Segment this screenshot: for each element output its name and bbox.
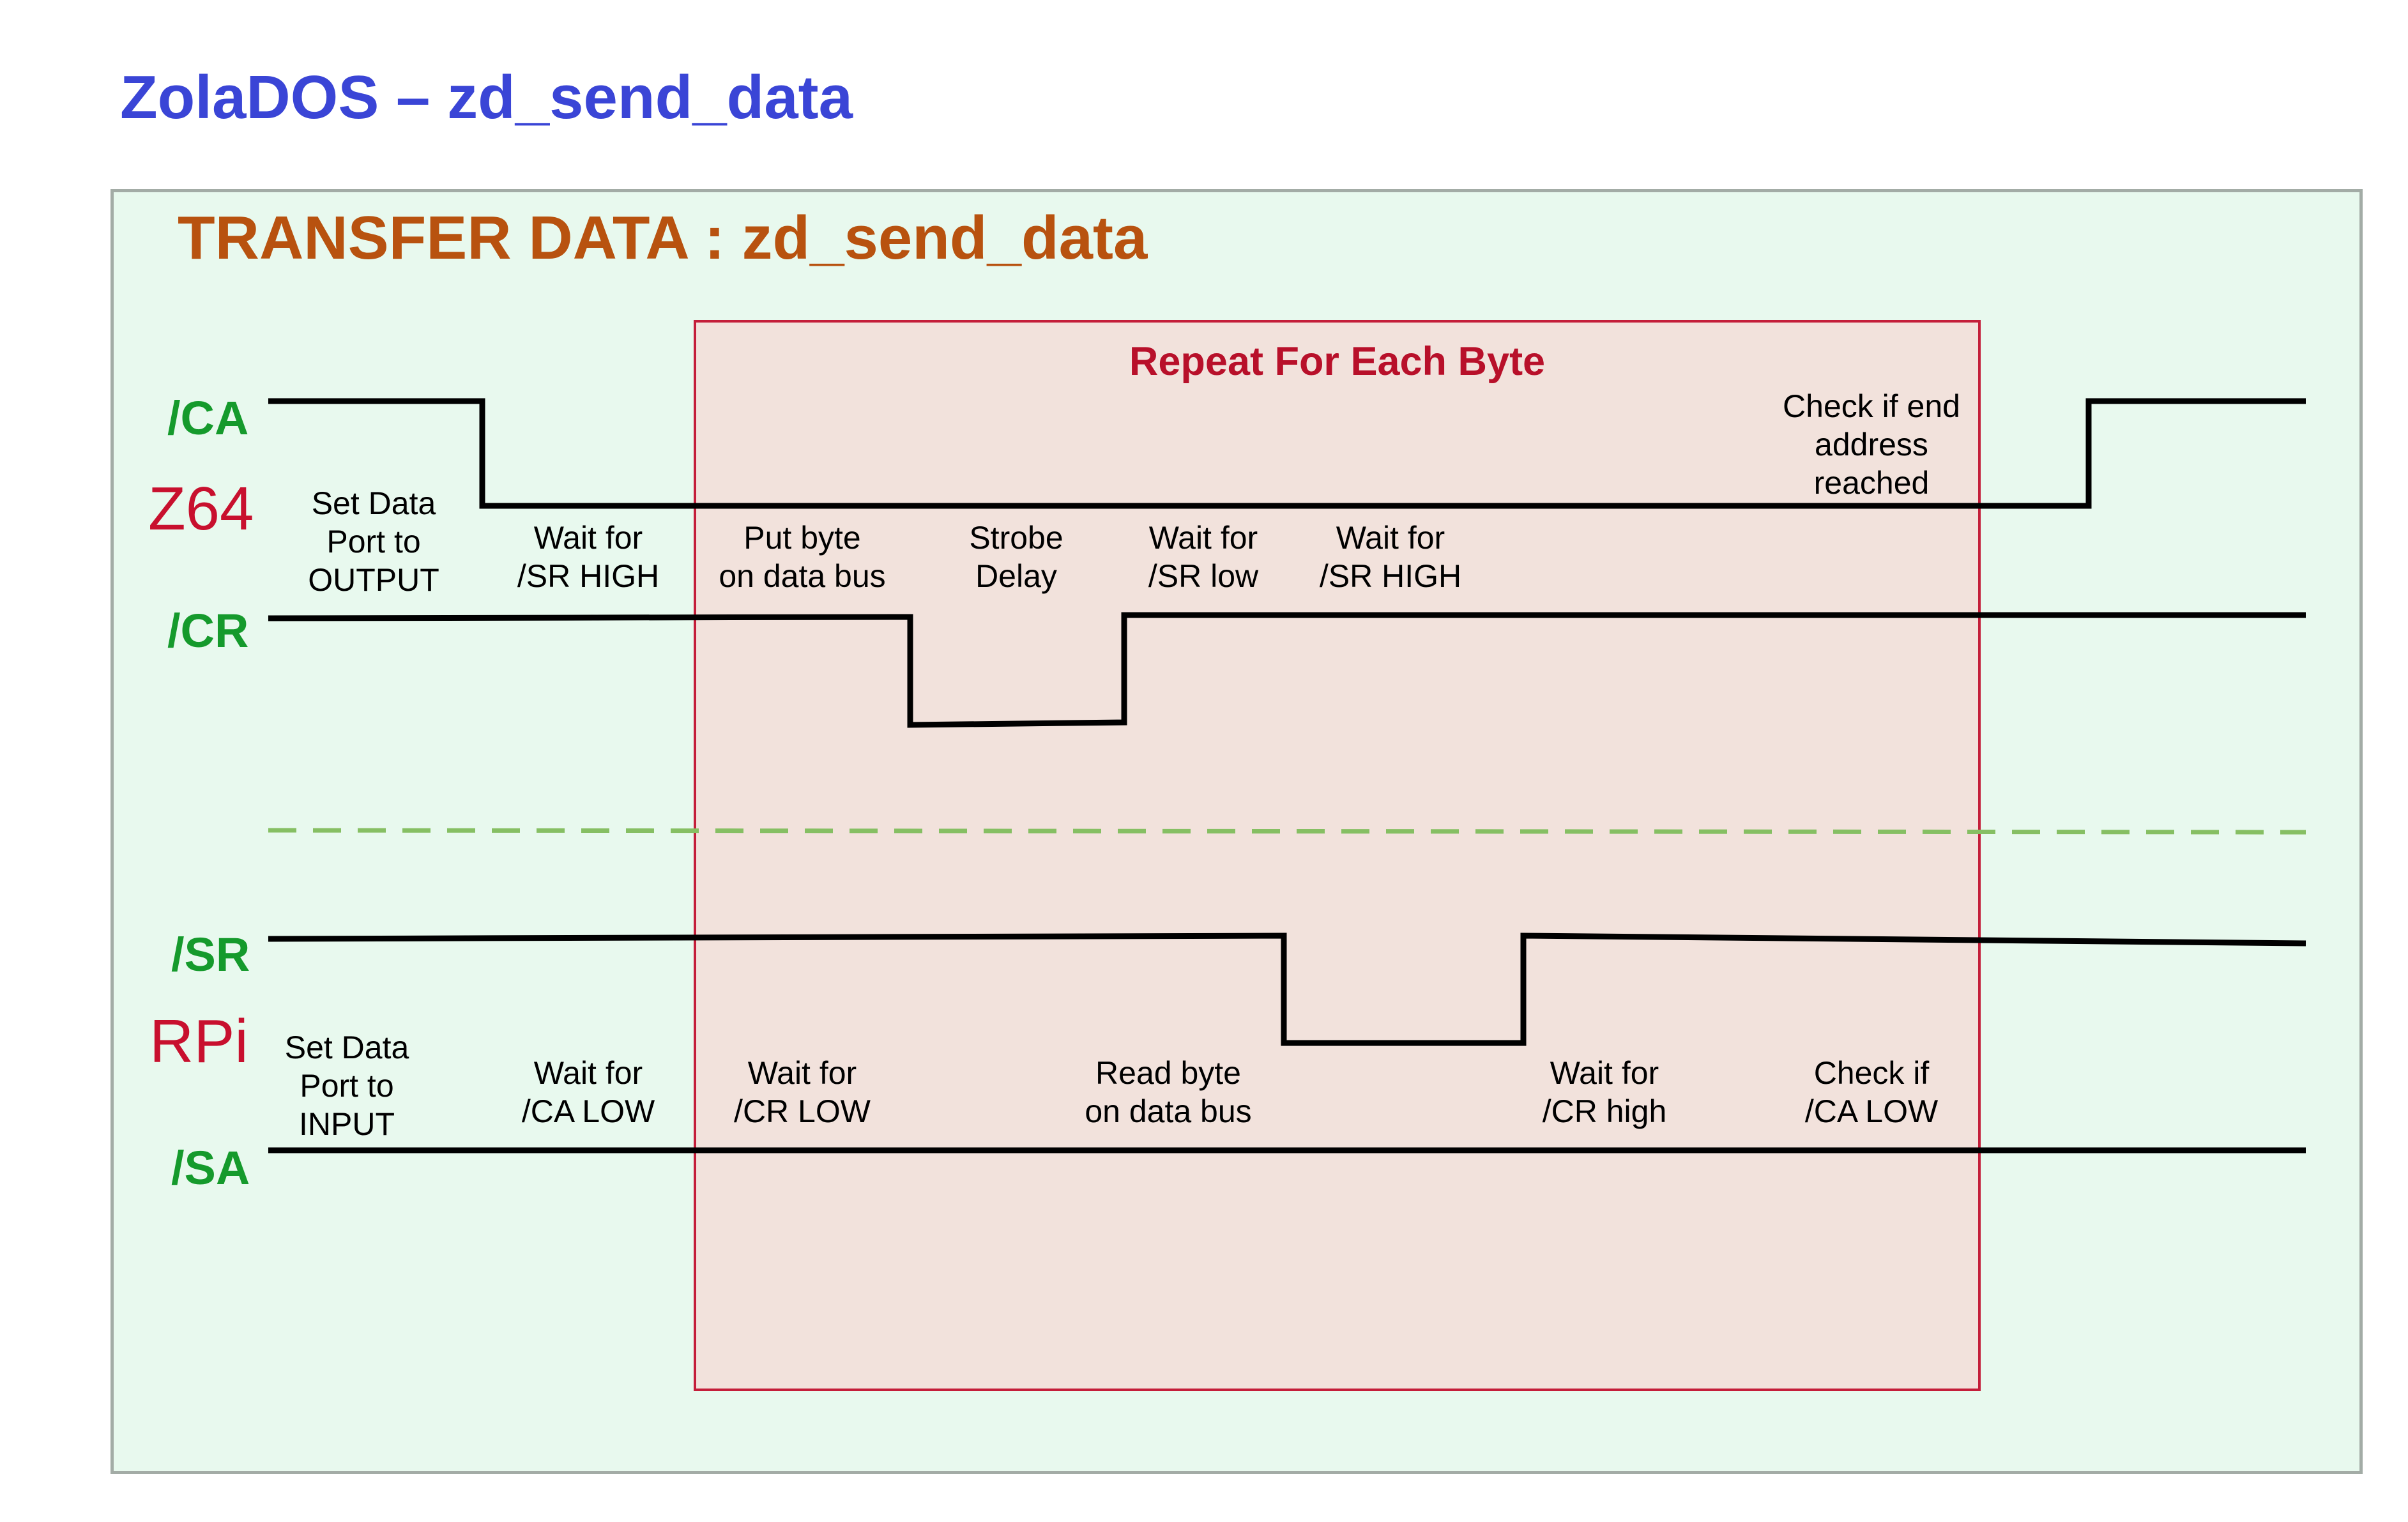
sr-waveform bbox=[268, 932, 2306, 1046]
z64-note-check-end: Check if end address reached bbox=[1783, 388, 1960, 501]
rpi-note-read-byte: Read byte on data bus bbox=[1085, 1055, 1252, 1129]
rpi-note-wait-cr-low: Wait for /CR LOW bbox=[734, 1055, 871, 1129]
device-divider bbox=[268, 828, 2306, 835]
z64-note-strobe-delay: Strobe Delay bbox=[969, 520, 1063, 594]
section-title: TRANSFER DATA : zd_send_data bbox=[178, 204, 1148, 272]
z64-note-set-port: Set Data Port to OUTPUT bbox=[308, 485, 439, 598]
rpi-note-check-ca-low: Check if /CA LOW bbox=[1804, 1055, 1939, 1129]
device-label-rpi: RPi bbox=[149, 1007, 248, 1076]
rpi-note-wait-ca-low: Wait for /CA LOW bbox=[521, 1055, 655, 1129]
signal-label-sa: /SA bbox=[171, 1141, 250, 1194]
device-label-z64: Z64 bbox=[148, 475, 254, 543]
z64-note-wait-sr-high: Wait for /SR HIGH bbox=[517, 520, 660, 594]
repeat-loop-region bbox=[694, 320, 1981, 1391]
z64-note-wait-sr-low: Wait for /SR low bbox=[1148, 520, 1259, 594]
cr-waveform bbox=[268, 612, 2306, 728]
signal-label-ca: /CA bbox=[167, 392, 249, 445]
signal-label-sr: /SR bbox=[171, 928, 250, 981]
ca-waveform bbox=[268, 398, 2306, 509]
signal-label-cr: /CR bbox=[167, 604, 249, 657]
z64-note-wait-sr-high-2: Wait for /SR HIGH bbox=[1319, 520, 1462, 594]
rpi-note-set-port: Set Data Port to INPUT bbox=[284, 1030, 409, 1142]
page-title: ZolaDOS – zd_send_data bbox=[120, 63, 853, 132]
repeat-title: Repeat For Each Byte bbox=[1129, 339, 1546, 384]
z64-note-put-byte: Put byte on data bus bbox=[719, 520, 886, 594]
rpi-note-wait-cr-high: Wait for /CR high bbox=[1542, 1055, 1667, 1129]
